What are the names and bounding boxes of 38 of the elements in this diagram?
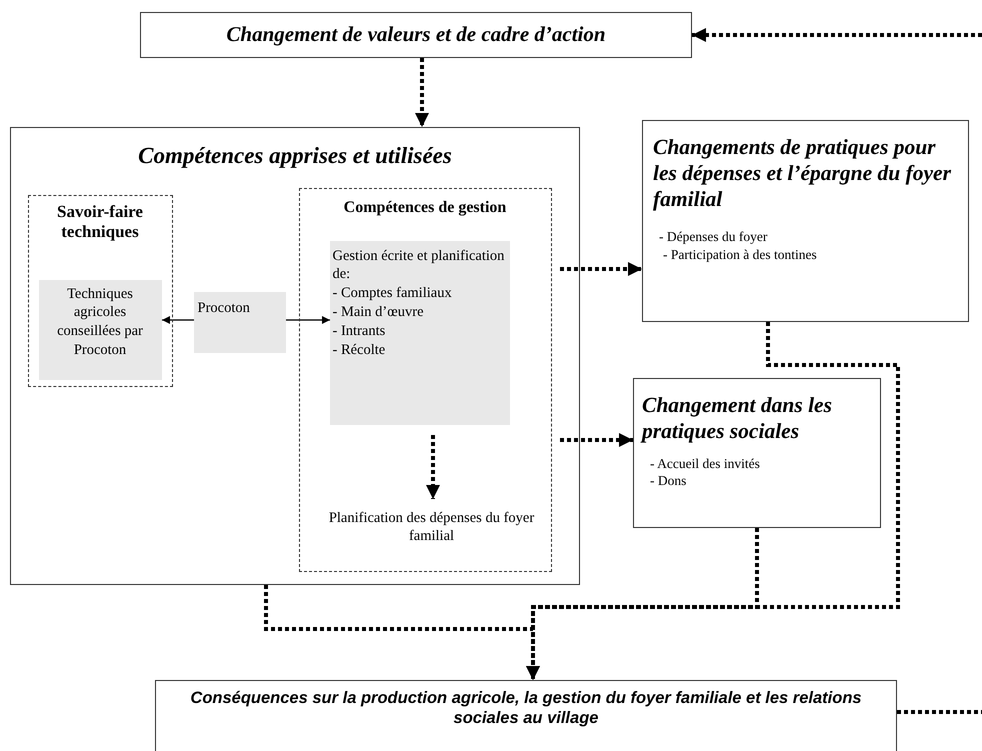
list-item: - Main d’œuvre [332, 303, 425, 322]
process-box [10, 127, 580, 585]
process-box [155, 680, 897, 751]
box-text: Techniques agricoles conseillées par Procoton [56, 284, 144, 360]
arrow [162, 316, 194, 324]
arrow [560, 262, 642, 276]
box-text: Gestion écrite et planification de: [332, 246, 506, 284]
box-heading: Changement dans les pratiques sociales [642, 393, 833, 445]
arrow [415, 58, 429, 127]
arrow [526, 322, 900, 680]
box-heading: Changements de pratiques pour les dépenses et l’épargne du foyer familial [653, 135, 952, 212]
arrow [560, 433, 633, 447]
shaded-box [330, 240, 510, 424]
box-heading: Conséquences sur la production agricole, la gestion du foyer familiale et les relations sociales au village [189, 689, 863, 729]
process-box [633, 378, 881, 528]
list-item: - Récolte [332, 340, 386, 360]
arrow [286, 316, 330, 324]
list-item: - Intrants [332, 322, 386, 341]
arrow [426, 435, 440, 499]
list-item: - Participation à des tontines [663, 246, 818, 264]
shaded-box [194, 292, 286, 352]
process-box [140, 12, 692, 58]
group-box [298, 188, 552, 572]
list-item: - Accueil des invités [650, 454, 761, 472]
list-item: - Dépenses du foyer [659, 228, 768, 246]
box-heading: Compétences de gestion [342, 198, 508, 217]
connector-line [897, 710, 982, 714]
group-box [28, 194, 172, 386]
box-heading: Changement de valeurs et de cadre d’action [225, 22, 607, 48]
box-heading: Savoir-faire techniques [56, 202, 144, 242]
list-item: - Dons [650, 472, 688, 490]
box-text: Procoton [198, 298, 251, 318]
list-item: - Comptes familiaux [332, 284, 453, 304]
box-heading: Compétences apprises et utilisées [137, 142, 453, 170]
box-text: Planification des dépenses du foyer familial [328, 508, 536, 546]
shaded-box [38, 280, 162, 380]
arrow [692, 28, 982, 42]
process-box [642, 120, 969, 322]
